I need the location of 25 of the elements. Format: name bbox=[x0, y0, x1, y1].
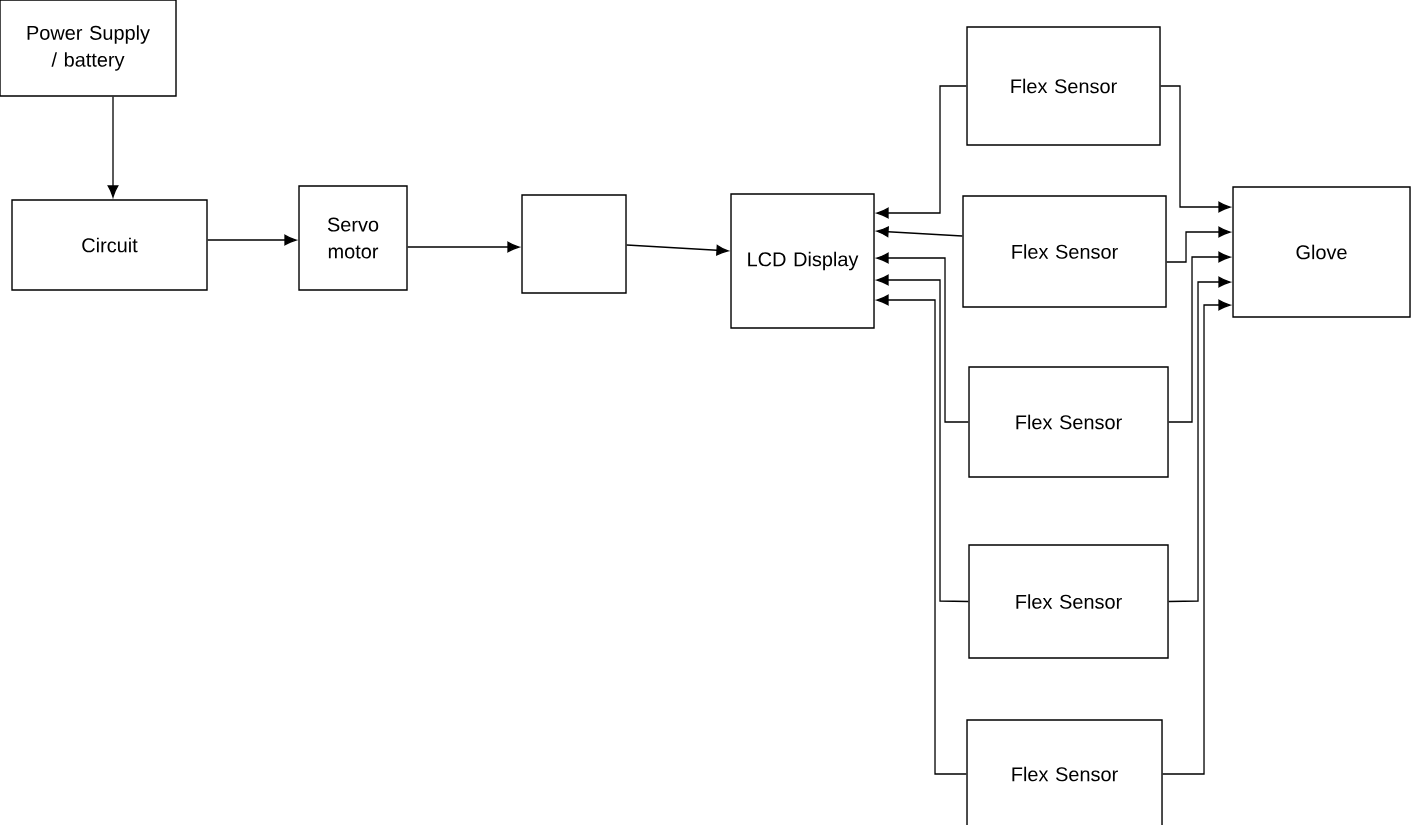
arrow bbox=[1162, 299, 1231, 775]
block-box: Flex Sensor bbox=[968, 544, 1169, 659]
arrow bbox=[407, 241, 520, 253]
block-box: Glove bbox=[1232, 186, 1411, 318]
arrow bbox=[876, 252, 969, 423]
arrow bbox=[876, 294, 967, 775]
arrow bbox=[1160, 85, 1231, 213]
arrow bbox=[876, 274, 969, 603]
block-box: Circuit bbox=[11, 199, 208, 291]
block-box: Flex Sensor bbox=[966, 26, 1161, 146]
arrow bbox=[876, 85, 967, 219]
arrow bbox=[1168, 251, 1231, 423]
arrow bbox=[1166, 226, 1231, 263]
block-box: Power Supply / battery bbox=[0, 0, 177, 97]
arrow bbox=[876, 226, 963, 238]
block-box: Flex Sensor bbox=[966, 719, 1163, 825]
arrow bbox=[207, 234, 297, 246]
arrow bbox=[107, 96, 119, 198]
block-box: Flex Sensor bbox=[962, 195, 1167, 308]
block-box: Servo motor bbox=[298, 185, 408, 291]
arrow bbox=[1168, 276, 1231, 603]
block-box: Flex Sensor bbox=[968, 366, 1169, 478]
arrow bbox=[626, 244, 729, 256]
empty-block bbox=[521, 194, 627, 294]
block-box: LCD Display bbox=[730, 193, 875, 329]
